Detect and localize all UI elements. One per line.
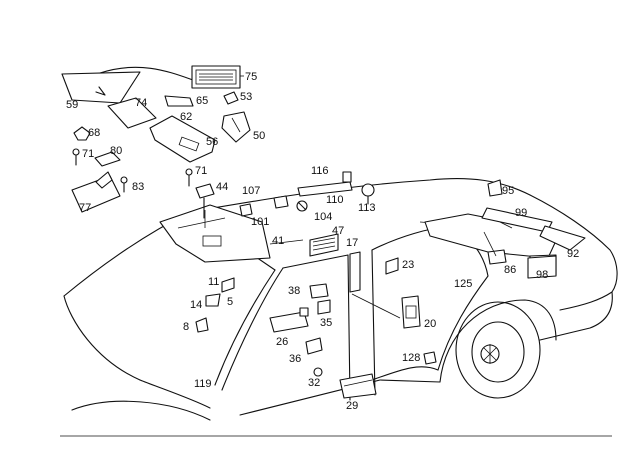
clip-part-65 <box>164 95 194 107</box>
label-35: 35 <box>320 317 332 329</box>
label-71a: 71 <box>82 148 94 160</box>
label-56: 56 <box>206 136 218 148</box>
trim-part-26 <box>269 307 309 333</box>
label-47: 47 <box>332 225 344 237</box>
label-11: 11 <box>208 276 219 288</box>
label-113: 113 <box>358 202 376 214</box>
label-125: 125 <box>454 278 472 290</box>
label-98: 98 <box>536 269 548 281</box>
label-119: 119 <box>194 378 212 390</box>
screw-part-71b <box>185 168 193 187</box>
label-68: 68 <box>88 127 100 139</box>
clip-part-36 <box>305 337 323 355</box>
label-26: 26 <box>276 336 288 348</box>
pillar-trim-17 <box>349 251 361 293</box>
label-83: 83 <box>132 181 144 193</box>
holder-part-53 <box>223 91 239 105</box>
cover-part-50 <box>221 111 251 143</box>
trim-part-20 <box>401 295 421 329</box>
label-44: 44 <box>216 181 228 193</box>
rear-view-mirror-part <box>71 171 121 213</box>
clip-part-14 <box>205 293 221 307</box>
label-101: 101 <box>251 216 269 228</box>
trim-part-86 <box>487 249 507 265</box>
clip-part-11 <box>221 277 235 293</box>
mount-part-104 <box>296 200 308 212</box>
clip-part-38 <box>309 283 329 299</box>
label-plate-part <box>191 65 241 89</box>
bracket-part-95 <box>487 179 503 197</box>
label-23: 23 <box>402 259 414 271</box>
label-75: 75 <box>245 71 257 83</box>
label-86: 86 <box>504 264 516 276</box>
handle-mount-107 <box>239 203 253 217</box>
label-92: 92 <box>567 248 579 260</box>
clip-part-8 <box>195 317 209 333</box>
label-62: 62 <box>180 111 192 123</box>
label-77: 77 <box>79 202 91 214</box>
leader-lines <box>204 75 513 319</box>
label-80: 80 <box>110 145 122 157</box>
label-8: 8 <box>183 321 189 333</box>
screw-part-32 <box>313 367 323 377</box>
bracket-part-44 <box>195 183 215 219</box>
label-104: 104 <box>314 211 332 223</box>
interior-light-47 <box>309 233 339 257</box>
label-128: 128 <box>402 352 420 364</box>
mount-part-101 <box>273 195 289 209</box>
label-95: 95 <box>502 185 514 197</box>
clip-part-23 <box>385 257 399 275</box>
label-110: 110 <box>326 194 344 206</box>
vanity-mirror-part <box>107 97 157 129</box>
label-53: 53 <box>240 91 252 103</box>
label-38: 38 <box>288 285 300 297</box>
label-59: 59 <box>66 99 78 111</box>
trim-part-98 <box>527 255 557 279</box>
clip-part-68 <box>73 126 91 141</box>
label-99: 99 <box>515 207 527 219</box>
clip-part-35 <box>317 299 331 315</box>
label-41: 41 <box>272 235 284 247</box>
trim-part-29 <box>339 373 377 399</box>
label-20: 20 <box>424 318 436 330</box>
label-71b: 71 <box>195 165 207 177</box>
label-107: 107 <box>242 185 260 197</box>
label-74: 74 <box>135 97 147 109</box>
grab-handle-part <box>297 171 353 197</box>
sun-visor-part <box>61 66 194 104</box>
label-65: 65 <box>196 95 208 107</box>
label-32: 32 <box>308 377 320 389</box>
part-number-labels: 75 59 74 65 53 62 68 56 50 71 80 71 83 7… <box>66 71 579 412</box>
label-50: 50 <box>253 130 265 142</box>
rear-wheel <box>455 301 541 399</box>
label-36: 36 <box>289 353 301 365</box>
headliner-front <box>159 204 271 263</box>
clip-part-128 <box>423 351 437 365</box>
label-14: 14 <box>190 299 202 311</box>
label-29: 29 <box>346 400 358 412</box>
bracket-part-80 <box>94 151 121 167</box>
label-5: 5 <box>227 296 233 308</box>
label-17: 17 <box>346 237 358 249</box>
label-116: 116 <box>311 165 329 177</box>
knob-part-113 <box>361 183 375 205</box>
screw-part-71a <box>72 148 80 166</box>
screw-part-83 <box>120 176 128 193</box>
sun-visor-part-56 <box>149 115 216 163</box>
